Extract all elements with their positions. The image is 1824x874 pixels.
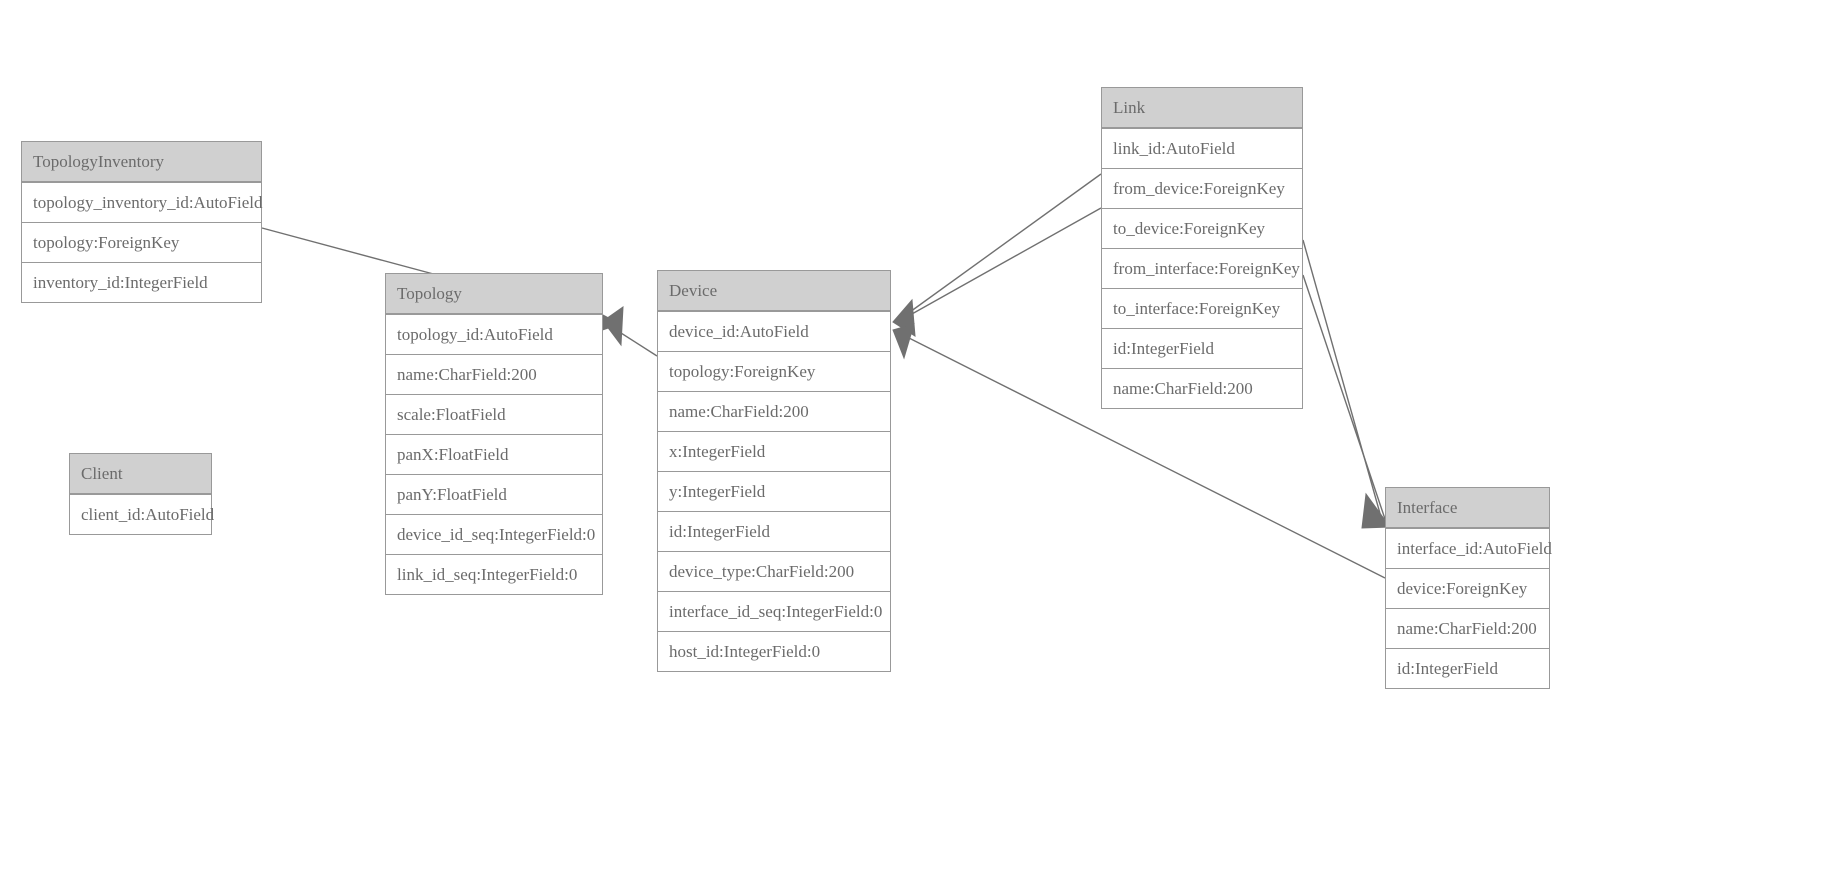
entity-field: topology_id:AutoField — [386, 314, 602, 354]
entity-topologyinventory[interactable]: TopologyInventory topology_inventory_id:… — [21, 141, 263, 303]
relation-link-from_device — [902, 173, 1102, 318]
entity-field: device_type:CharField:200 — [658, 551, 890, 591]
relation-arrowhead — [892, 323, 915, 360]
entity-field: scale:FloatField — [386, 394, 602, 434]
entity-interface[interactable]: Interface interface_id:AutoField device:… — [1385, 487, 1552, 689]
entity-title: Device — [658, 271, 890, 311]
entity-field: to_device:ForeignKey — [1102, 208, 1302, 248]
entity-field: interface_id:AutoField — [1386, 528, 1552, 568]
entity-field: topology:ForeignKey — [22, 222, 261, 262]
relation-link-to_interface — [1302, 274, 1391, 529]
entity-field: panY:FloatField — [386, 474, 602, 514]
entity-link[interactable]: Link link_id:AutoField from_device:Forei… — [1101, 87, 1303, 409]
entity-field: link_id:AutoField — [1102, 128, 1302, 168]
entity-field: to_interface:ForeignKey — [1102, 288, 1302, 328]
entity-field: topology_inventory_id:AutoField — [22, 182, 263, 222]
entity-title: Link — [1102, 88, 1302, 128]
entity-field: client_id:AutoField — [70, 494, 214, 534]
entity-field: y:IntegerField — [658, 471, 890, 511]
entity-field: id:IntegerField — [1386, 648, 1549, 688]
entity-field: from_device:ForeignKey — [1102, 168, 1302, 208]
entity-field: x:IntegerField — [658, 431, 890, 471]
relation-line — [1302, 239, 1382, 518]
entity-field: from_interface:ForeignKey — [1102, 248, 1302, 288]
entity-field: link_id_seq:IntegerField:0 — [386, 554, 602, 594]
entity-title: Topology — [386, 274, 602, 314]
entity-field: name:CharField:200 — [1386, 608, 1549, 648]
entity-field: topology:ForeignKey — [658, 351, 890, 391]
entity-device[interactable]: Device device_id:AutoField topology:Fore… — [657, 270, 891, 672]
relation-line — [1302, 274, 1386, 520]
entity-field: inventory_id:IntegerField — [22, 262, 261, 302]
relation-device-topology — [602, 306, 658, 357]
entity-field: id:IntegerField — [658, 511, 890, 551]
entity-field: host_id:IntegerField:0 — [658, 631, 890, 671]
entity-field: interface_id_seq:IntegerField:0 — [658, 591, 890, 631]
entity-field: panX:FloatField — [386, 434, 602, 474]
relation-line — [902, 207, 1102, 320]
relation-arrowhead — [602, 306, 624, 347]
relation-line — [902, 173, 1102, 318]
entity-title: TopologyInventory — [22, 142, 261, 182]
entity-field: name:CharField:200 — [658, 391, 890, 431]
entity-topology[interactable]: Topology topology_id:AutoField name:Char… — [385, 273, 603, 595]
entity-field: id:IntegerField — [1102, 328, 1302, 368]
entity-field: device_id_seq:IntegerField:0 — [386, 514, 602, 554]
relation-link-to_device — [892, 207, 1102, 337]
entity-field: device:ForeignKey — [1386, 568, 1549, 608]
entity-client[interactable]: Client client_id:AutoField — [69, 453, 214, 535]
entity-field: name:CharField:200 — [1102, 368, 1302, 408]
entity-title: Client — [70, 454, 211, 494]
entity-field: device_id:AutoField — [658, 311, 890, 351]
relation-line — [609, 325, 658, 357]
relation-link-from_interface — [1302, 239, 1382, 518]
relation-arrowhead — [892, 298, 916, 337]
entity-field: name:CharField:200 — [386, 354, 602, 394]
entity-title: Interface — [1386, 488, 1549, 528]
